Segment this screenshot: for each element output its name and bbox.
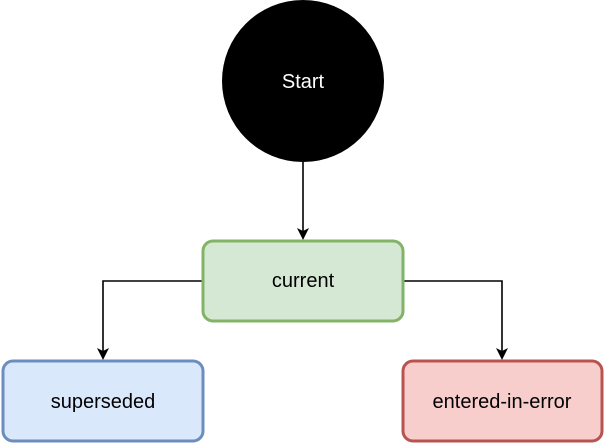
entered-in-error-node[interactable]: entered-in-error xyxy=(401,359,604,443)
superseded-node[interactable]: superseded xyxy=(1,359,205,443)
edge-current-to-superseded xyxy=(97,280,203,360)
start-node[interactable]: Start xyxy=(222,0,384,162)
entered-in-error-node-shape xyxy=(401,359,604,443)
superseded-node-shape xyxy=(1,359,205,443)
current-node[interactable]: current xyxy=(201,239,405,323)
start-node-shape xyxy=(222,0,384,162)
current-node-label: current xyxy=(272,270,335,292)
start-node-label: Start xyxy=(282,71,325,93)
current-node-shape xyxy=(201,239,405,323)
entered-in-error-node-label: entered-in-error xyxy=(433,391,572,413)
edge-current-to-entered-in-error xyxy=(403,280,508,360)
superseded-node-label: superseded xyxy=(51,391,156,413)
